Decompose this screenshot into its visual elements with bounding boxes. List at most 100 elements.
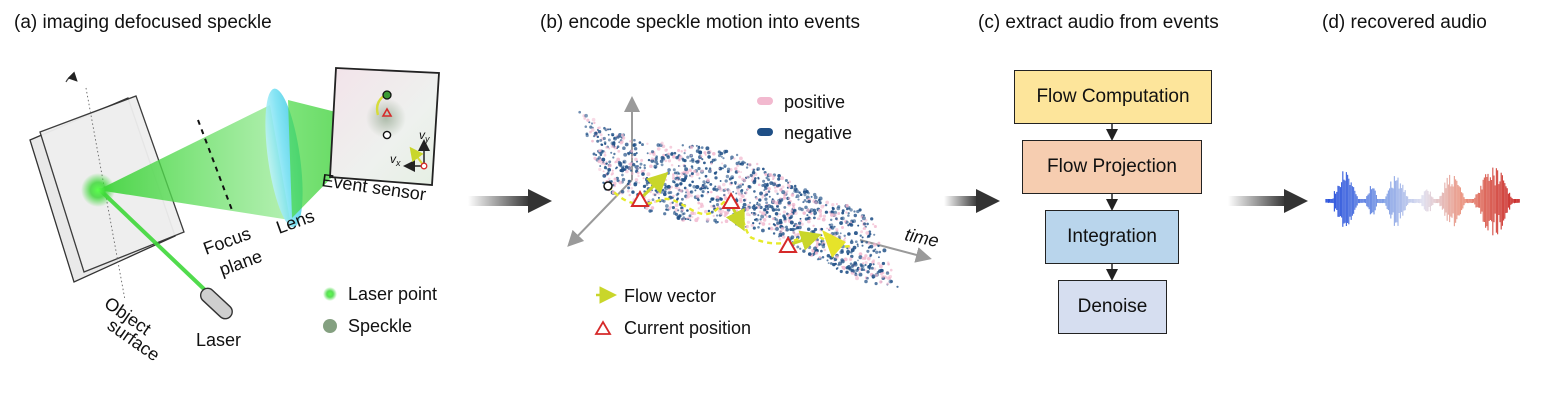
event-point bbox=[841, 265, 844, 268]
event-point bbox=[753, 177, 757, 180]
event-point bbox=[839, 269, 843, 274]
event-point bbox=[704, 167, 708, 170]
event-point bbox=[873, 243, 877, 246]
laser-device bbox=[199, 287, 233, 320]
event-point bbox=[782, 214, 786, 218]
event-point bbox=[710, 204, 714, 208]
event-point bbox=[657, 196, 660, 199]
event-point bbox=[669, 145, 673, 149]
event-point bbox=[772, 232, 776, 235]
event-point bbox=[646, 172, 651, 177]
event-point bbox=[694, 189, 697, 192]
event-point bbox=[866, 256, 871, 261]
event-point bbox=[607, 138, 611, 142]
event-point bbox=[689, 194, 693, 198]
event-point bbox=[643, 164, 646, 167]
event-point bbox=[748, 201, 752, 204]
event-point bbox=[776, 221, 780, 225]
event-point bbox=[632, 163, 636, 167]
event-point bbox=[847, 212, 850, 215]
event-point bbox=[818, 256, 821, 259]
event-point bbox=[707, 169, 712, 174]
event-point bbox=[818, 196, 823, 201]
event-point bbox=[856, 243, 859, 246]
event-point bbox=[790, 209, 794, 213]
event-point bbox=[771, 199, 776, 204]
event-point bbox=[826, 259, 829, 262]
event-point bbox=[838, 261, 842, 266]
event-point bbox=[844, 220, 847, 223]
event-point bbox=[816, 238, 819, 242]
event-point bbox=[744, 190, 748, 194]
event-point bbox=[833, 210, 837, 215]
event-point bbox=[741, 205, 745, 209]
event-point bbox=[663, 186, 666, 189]
event-point bbox=[591, 128, 595, 132]
event-point bbox=[823, 248, 827, 252]
event-point bbox=[765, 215, 768, 218]
event-point bbox=[597, 156, 601, 160]
event-point bbox=[623, 152, 628, 157]
event-point bbox=[638, 141, 642, 144]
event-point bbox=[737, 170, 740, 173]
event-point bbox=[656, 162, 659, 166]
event-point bbox=[627, 186, 631, 190]
event-point bbox=[622, 159, 627, 164]
event-point bbox=[896, 285, 899, 288]
event-point bbox=[806, 227, 811, 232]
event-point bbox=[772, 182, 777, 187]
event-point bbox=[635, 167, 639, 171]
start-point-icon bbox=[603, 181, 613, 191]
event-point bbox=[688, 214, 692, 218]
event-point bbox=[611, 169, 614, 172]
event-point bbox=[698, 177, 701, 180]
event-point bbox=[692, 169, 697, 174]
event-point bbox=[719, 197, 723, 201]
event-point bbox=[670, 151, 674, 155]
arrow-c-to-d-icon bbox=[1228, 189, 1308, 213]
event-point bbox=[596, 135, 600, 139]
event-point bbox=[578, 110, 582, 114]
event-point bbox=[690, 165, 694, 168]
event-point bbox=[629, 140, 632, 143]
event-point bbox=[774, 208, 778, 212]
event-point bbox=[719, 151, 724, 156]
event-point bbox=[605, 146, 608, 149]
event-point bbox=[697, 198, 700, 202]
event-point bbox=[866, 276, 869, 280]
step-denoise: Denoise bbox=[1058, 280, 1167, 334]
event-point bbox=[721, 167, 724, 170]
event-point bbox=[686, 194, 690, 199]
event-point bbox=[809, 217, 812, 221]
event-point bbox=[757, 177, 760, 180]
event-point bbox=[659, 184, 663, 189]
event-point bbox=[730, 158, 732, 161]
event-point bbox=[604, 165, 607, 168]
event-point bbox=[771, 208, 776, 212]
event-point bbox=[812, 208, 817, 212]
event-point bbox=[772, 178, 775, 181]
event-point bbox=[683, 158, 687, 163]
event-point bbox=[748, 185, 752, 189]
event-point bbox=[697, 160, 700, 164]
event-point bbox=[621, 177, 626, 182]
event-point bbox=[855, 268, 859, 272]
event-point bbox=[807, 191, 810, 195]
event-point bbox=[742, 202, 747, 207]
event-point bbox=[608, 160, 612, 164]
event-point bbox=[788, 180, 792, 184]
current-position-icon bbox=[778, 235, 798, 253]
event-point bbox=[664, 153, 667, 156]
event-point bbox=[784, 179, 788, 182]
event-point bbox=[757, 183, 761, 187]
event-point bbox=[787, 181, 790, 184]
event-point bbox=[742, 209, 746, 213]
event-point bbox=[650, 206, 655, 210]
event-point bbox=[765, 176, 769, 180]
event-point bbox=[761, 211, 766, 216]
event-point bbox=[819, 233, 822, 236]
triangle-icon bbox=[594, 320, 612, 335]
event-point bbox=[752, 226, 756, 230]
event-point bbox=[789, 228, 793, 231]
event-point bbox=[872, 263, 875, 266]
